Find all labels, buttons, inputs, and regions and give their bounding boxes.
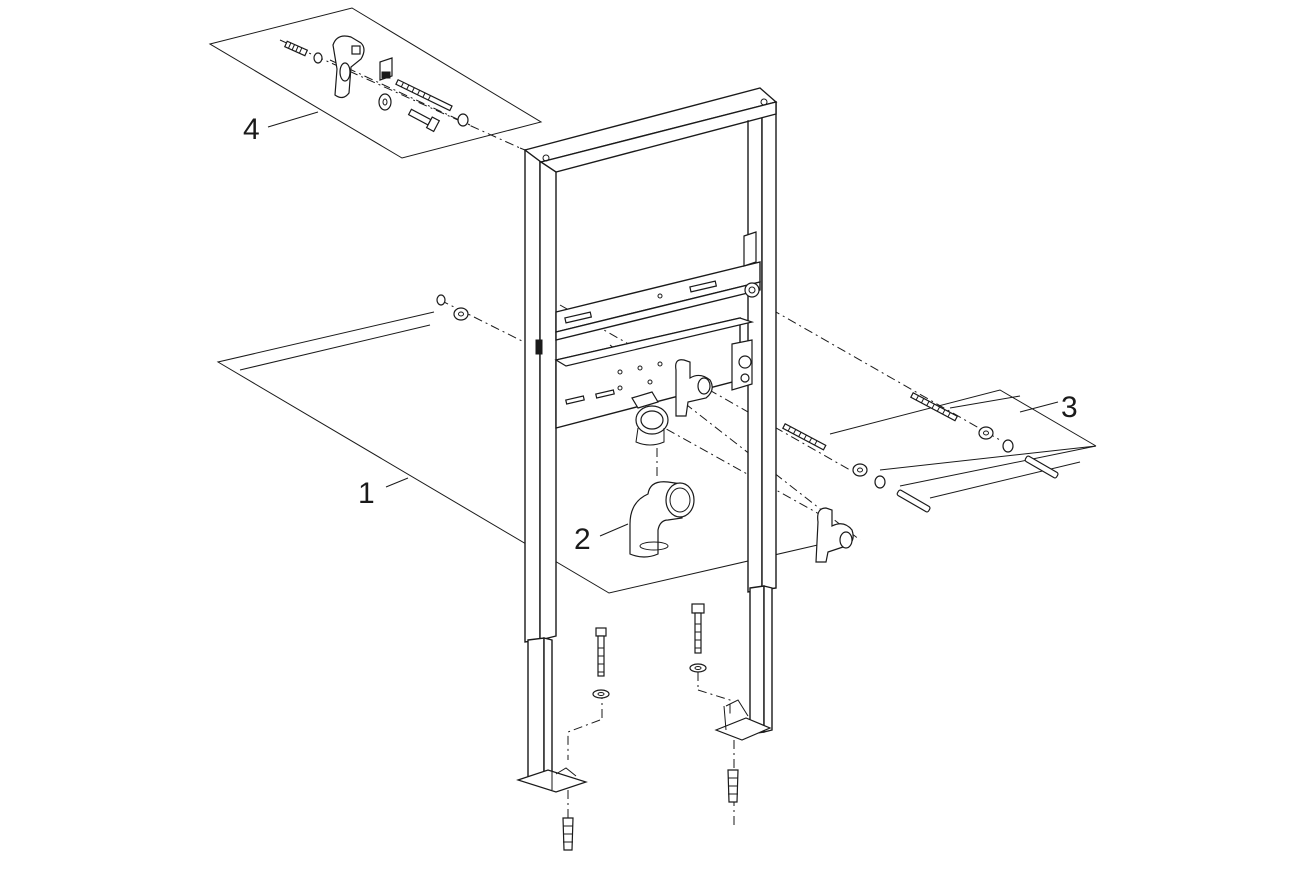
loose-valve xyxy=(815,507,854,563)
callout-label-4: 4 xyxy=(243,113,260,146)
wall-bracket-kit: 4 xyxy=(208,7,543,159)
callout-label-2: 2 xyxy=(574,523,591,556)
frame-assembly: 1 xyxy=(216,87,1001,851)
drain-elbow: 2 xyxy=(574,448,695,558)
callout-label-1: 1 xyxy=(358,477,375,510)
callout-label-3: 3 xyxy=(1061,391,1078,424)
fixing-bolts-set: 3 xyxy=(782,389,1097,513)
